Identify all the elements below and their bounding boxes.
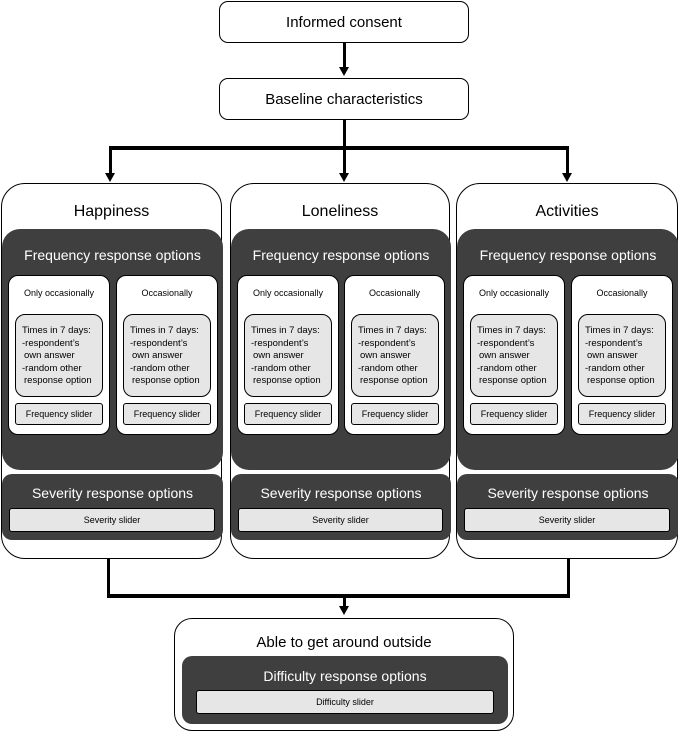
detail-line: response option [587, 375, 655, 386]
detail-line: -respondent’s [358, 337, 416, 349]
detail-line: own answer [132, 350, 183, 361]
detail-line: Times in 7 days: [477, 325, 546, 336]
column-title: Loneliness [301, 203, 379, 220]
option-label: Occasionally [368, 288, 421, 298]
severity-response-panel: Severity response options Severity slide… [231, 474, 451, 540]
option-label: Only occasionally [252, 288, 324, 298]
detail-line: -random other [477, 362, 537, 374]
connector-line [343, 120, 346, 148]
detail-line: response option [479, 375, 547, 386]
times-in-7-days-box: Times in 7 days: -respondent’s own answe… [578, 314, 666, 397]
severity-response-title: Severity response options [31, 485, 194, 501]
bottom-title: Able to get around outside [256, 634, 432, 651]
frequency-slider[interactable]: Frequency slider [470, 403, 558, 425]
times-in-7-days-box: Times in 7 days: -respondent’s own answe… [244, 314, 332, 397]
detail-line: Times in 7 days: [130, 325, 199, 336]
severity-response-panel: Severity response options Severity slide… [2, 474, 223, 540]
frequency-option-card: Only occasionally Times in 7 days: -resp… [8, 275, 110, 435]
connector-line [107, 559, 110, 596]
detail-line: -respondent’s [251, 337, 309, 349]
frequency-option-card: Occasionally Times in 7 days: -responden… [571, 275, 673, 435]
frequency-response-panel: Frequency response options Only occasion… [457, 229, 678, 470]
detail-line: -random other [130, 362, 190, 374]
detail-line: -random other [585, 362, 645, 374]
column-title: Activities [535, 203, 599, 220]
column-title: Happiness [73, 203, 150, 220]
connector-line [109, 146, 112, 173]
frequency-slider[interactable]: Frequency slider [15, 403, 103, 425]
frequency-response-title: Frequency response options [252, 247, 430, 263]
detail-line: own answer [24, 350, 75, 361]
detail-line: Times in 7 days: [358, 325, 427, 336]
informed-consent-box: Informed consent [219, 1, 469, 43]
arrow-down-icon [339, 67, 349, 76]
detail-line: own answer [253, 350, 304, 361]
times-in-7-days-box: Times in 7 days: -respondent’s own answe… [15, 314, 103, 397]
option-label: Occasionally [596, 288, 648, 298]
option-label: Only occasionally [23, 288, 95, 298]
detail-line: Times in 7 days: [585, 325, 654, 336]
frequency-slider[interactable]: Frequency slider [123, 403, 211, 425]
detail-line: -random other [358, 362, 418, 374]
option-label: Occasionally [141, 288, 193, 298]
arrow-down-icon [339, 606, 349, 615]
frequency-option-card: Occasionally Times in 7 days: -responden… [116, 275, 218, 435]
detail-line: response option [253, 375, 321, 386]
frequency-option-card: Only occasionally Times in 7 days: -resp… [237, 275, 339, 435]
arrow-down-icon [339, 173, 349, 182]
frequency-response-panel: Frequency response options Only occasion… [231, 229, 451, 470]
difficulty-slider[interactable]: Difficulty slider [196, 690, 494, 714]
frequency-slider[interactable]: Frequency slider [578, 403, 666, 425]
activities-column: Activities Frequency response options On… [456, 183, 678, 559]
detail-line: response option [132, 375, 200, 386]
informed-consent-label: Informed consent [286, 13, 402, 31]
detail-line: response option [24, 375, 92, 386]
baseline-characteristics-label: Baseline characteristics [265, 90, 423, 108]
connector-line [566, 146, 569, 173]
detail-line: Times in 7 days: [251, 325, 320, 336]
detail-line: Times in 7 days: [22, 325, 91, 336]
times-in-7-days-box: Times in 7 days: -respondent’s own answe… [470, 314, 558, 397]
detail-line: own answer [360, 350, 411, 361]
detail-line: own answer [479, 350, 530, 361]
difficulty-response-panel: Difficulty response options Difficulty s… [182, 656, 508, 724]
times-in-7-days-box: Times in 7 days: -respondent’s own answe… [351, 314, 439, 397]
option-label: Only occasionally [478, 288, 550, 298]
detail-line: -respondent’s [477, 337, 535, 349]
detail-line: -respondent’s [22, 337, 80, 349]
able-to-get-around-outside-box: Able to get around outside Difficulty re… [174, 618, 514, 731]
frequency-slider[interactable]: Frequency slider [351, 403, 439, 425]
frequency-response-panel: Frequency response options Only occasion… [2, 229, 223, 470]
severity-slider[interactable]: Severity slider [238, 508, 443, 532]
connector-line [567, 559, 570, 596]
frequency-option-card: Only occasionally Times in 7 days: -resp… [463, 275, 565, 435]
happiness-column: Happiness Frequency response options Onl… [1, 183, 223, 559]
frequency-option-card: Occasionally Times in 7 days: -responden… [344, 275, 445, 435]
detail-line: -respondent’s [130, 337, 188, 349]
severity-slider[interactable]: Severity slider [9, 508, 215, 532]
connector-line [343, 43, 346, 67]
detail-line: own answer [587, 350, 638, 361]
severity-response-title: Severity response options [260, 485, 422, 501]
arrow-down-icon [562, 173, 572, 182]
frequency-response-title: Frequency response options [24, 247, 201, 263]
severity-response-title: Severity response options [487, 485, 649, 501]
frequency-response-title: Frequency response options [479, 247, 657, 263]
connector-line [343, 146, 346, 173]
loneliness-column: Loneliness Frequency response options On… [230, 183, 451, 559]
arrow-down-icon [105, 173, 115, 182]
times-in-7-days-box: Times in 7 days: -respondent’s own answe… [123, 314, 211, 397]
detail-line: response option [360, 375, 428, 386]
connector-line [107, 594, 570, 598]
detail-line: -random other [251, 362, 311, 374]
severity-response-panel: Severity response options Severity slide… [457, 474, 678, 540]
connector-line [109, 146, 569, 150]
frequency-slider[interactable]: Frequency slider [244, 403, 332, 425]
severity-slider[interactable]: Severity slider [464, 508, 670, 532]
difficulty-response-title: Difficulty response options [263, 668, 427, 684]
connector-line [343, 594, 346, 607]
baseline-characteristics-box: Baseline characteristics [219, 78, 469, 120]
detail-line: -respondent’s [585, 337, 643, 349]
detail-line: -random other [22, 362, 82, 374]
